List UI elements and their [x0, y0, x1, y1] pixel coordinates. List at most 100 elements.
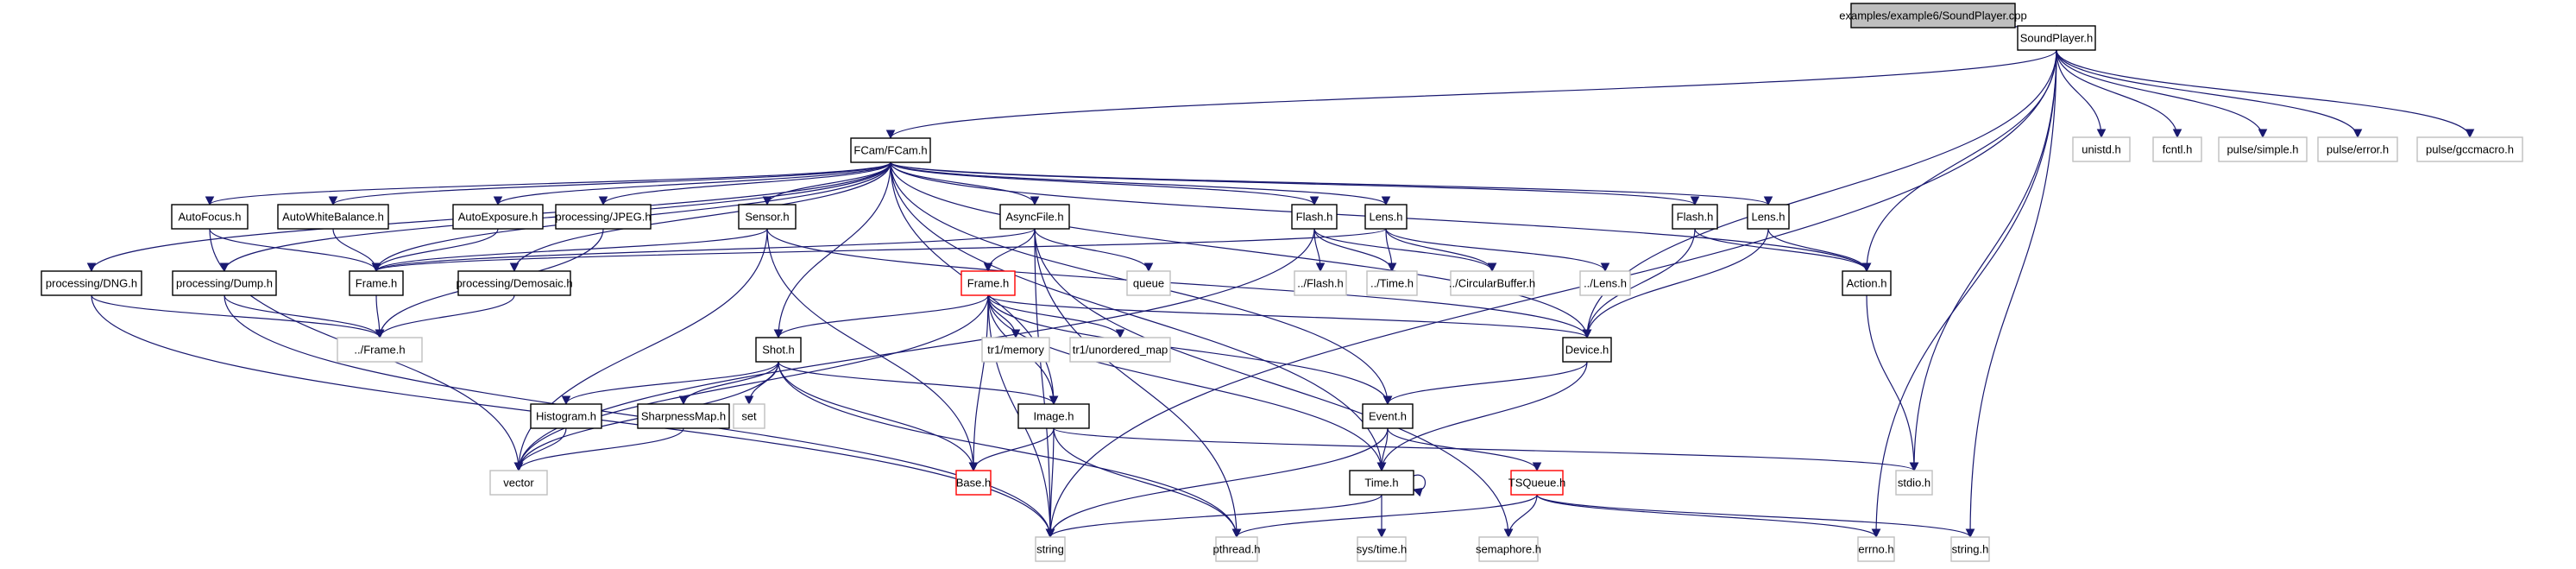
node-label: Event.h: [1369, 410, 1407, 423]
edge-sensor-to-frameh: [371, 228, 768, 273]
node-box: [738, 204, 797, 230]
node-root[interactable]: examples/example6/SoundPlayer.cpp: [1839, 3, 2027, 28]
edge-fcam-to-flash2: [890, 161, 1700, 206]
node-box: [1291, 204, 1338, 230]
edge-lens2-to-device: [1582, 228, 1769, 339]
node-box: [1126, 270, 1171, 296]
node-box: [1857, 536, 1895, 562]
node-lens1[interactable]: Lens.h: [1364, 204, 1408, 230]
edge-fcam-to-flash1: [890, 161, 1319, 206]
node-box: [1035, 536, 1066, 562]
node-label: Base.h: [956, 477, 991, 490]
node-box: [960, 270, 1016, 296]
node-dcirc: ../CircularBuffer.h: [1449, 270, 1535, 296]
node-soundplayer[interactable]: SoundPlayer.h: [2017, 25, 2096, 51]
edge-time-to-string: [1045, 494, 1382, 539]
edge-frame2-to-event: [987, 294, 1393, 406]
node-set: set: [733, 403, 765, 429]
edge-device-to-time: [1376, 361, 1588, 472]
edge-flash1-to-dflash: [1313, 228, 1326, 273]
node-autoexp[interactable]: AutoExposure.h: [452, 204, 544, 230]
node-dlens: ../Lens.h: [1579, 270, 1631, 296]
edge-soundplayer-to-fcntl: [2056, 49, 2182, 139]
node-box: [489, 470, 548, 496]
node-box: [1349, 470, 1414, 496]
edge-lens1-to-dcirc: [1385, 228, 1497, 273]
node-fcam[interactable]: FCam/FCam.h: [850, 137, 931, 163]
node-label: Flash.h: [1296, 211, 1333, 224]
node-label: AutoWhiteBalance.h: [282, 211, 384, 224]
node-systime: sys/time.h: [1357, 536, 1407, 562]
node-label: processing/DNG.h: [46, 277, 137, 290]
node-sensor[interactable]: Sensor.h: [738, 204, 797, 230]
edge-dump-to-dframe: [224, 294, 385, 339]
edge-device-to-event: [1382, 361, 1588, 406]
node-label: Shot.h: [762, 344, 795, 357]
edge-image-to-string: [1045, 427, 1055, 539]
node-sharp[interactable]: SharpnessMap.h: [637, 403, 730, 429]
edge-fcam-to-sensor: [762, 161, 891, 206]
node-stringh: string.h: [1950, 536, 1990, 562]
node-label: ../Flash.h: [1297, 277, 1343, 290]
edge-frame2-to-base: [968, 294, 989, 472]
edge-autofocus-to-frameh: [209, 228, 381, 273]
node-label: string: [1036, 543, 1064, 556]
node-lens2[interactable]: Lens.h: [1747, 204, 1790, 230]
node-box: [1672, 204, 1718, 230]
node-box: [2072, 136, 2131, 162]
edge-frame2-to-shot: [773, 294, 989, 339]
edge-histogram-to-vector: [513, 427, 567, 472]
edge-asyncfile-to-frame2: [983, 228, 1036, 273]
edge-sensor-to-base: [766, 228, 979, 472]
node-dflash: ../Flash.h: [1294, 270, 1347, 296]
node-frameh[interactable]: Frame.h: [349, 270, 404, 296]
edge-soundplayer-to-stringh: [1965, 49, 2057, 539]
node-box: [1895, 470, 1933, 496]
node-flash2[interactable]: Flash.h: [1672, 204, 1718, 230]
node-label: vector: [503, 477, 534, 490]
edge-frame2-to-device: [987, 294, 1592, 339]
edge-event-to-string: [1045, 427, 1389, 539]
node-box: [2152, 136, 2202, 162]
node-asyncfile[interactable]: AsyncFile.h: [999, 204, 1070, 230]
edge-soundplayer-to-errno: [1871, 49, 2057, 539]
node-box: [277, 204, 389, 230]
node-demosaic[interactable]: processing/Demosaic.h: [456, 270, 573, 296]
node-event[interactable]: Event.h: [1362, 403, 1414, 429]
node-base[interactable]: Base.h: [955, 470, 992, 496]
edge-lens2-to-action: [1767, 228, 1872, 273]
node-box: [555, 204, 652, 230]
edge-demosaic-to-dframe: [375, 294, 515, 339]
node-label: set: [741, 410, 757, 423]
node-dump[interactable]: processing/Dump.h: [172, 270, 277, 296]
node-shot[interactable]: Shot.h: [755, 337, 802, 363]
node-tsqueue[interactable]: TSQueue.h: [1508, 470, 1566, 496]
edge-tsqueue-to-stringh: [1536, 494, 1975, 539]
node-box: [1357, 536, 1407, 562]
node-box: [1950, 536, 1990, 562]
node-label: Frame.h: [967, 277, 1009, 290]
node-device[interactable]: Device.h: [1562, 337, 1612, 363]
node-box: [1364, 204, 1408, 230]
node-time[interactable]: Time.h: [1349, 470, 1414, 496]
node-autofocus[interactable]: AutoFocus.h: [171, 204, 249, 230]
edge-asyncfile-to-queue: [1034, 228, 1154, 273]
node-jpeg[interactable]: processing/JPEG.h: [555, 204, 652, 230]
node-box: [1510, 470, 1564, 496]
node-histogram[interactable]: Histogram.h: [530, 403, 602, 429]
node-awb[interactable]: AutoWhiteBalance.h: [277, 204, 389, 230]
node-label: pulse/simple.h: [2226, 143, 2298, 156]
node-action[interactable]: Action.h: [1842, 270, 1892, 296]
node-queue: queue: [1126, 270, 1171, 296]
node-label: ../CircularBuffer.h: [1449, 277, 1535, 290]
node-label: processing/Dump.h: [176, 277, 273, 290]
node-dng[interactable]: processing/DNG.h: [41, 270, 142, 296]
node-pulsegcc: pulse/gccmacro.h: [2416, 136, 2523, 162]
edge-fcam-to-shot: [773, 161, 891, 339]
node-image[interactable]: Image.h: [1017, 403, 1090, 429]
edge-frame2-to-vector: [513, 294, 989, 472]
edge-soundplayer-to-fcam: [885, 49, 2057, 140]
node-flash1[interactable]: Flash.h: [1291, 204, 1338, 230]
edge-soundplayer-to-device: [1582, 49, 2057, 339]
node-frame2[interactable]: Frame.h: [960, 270, 1016, 296]
